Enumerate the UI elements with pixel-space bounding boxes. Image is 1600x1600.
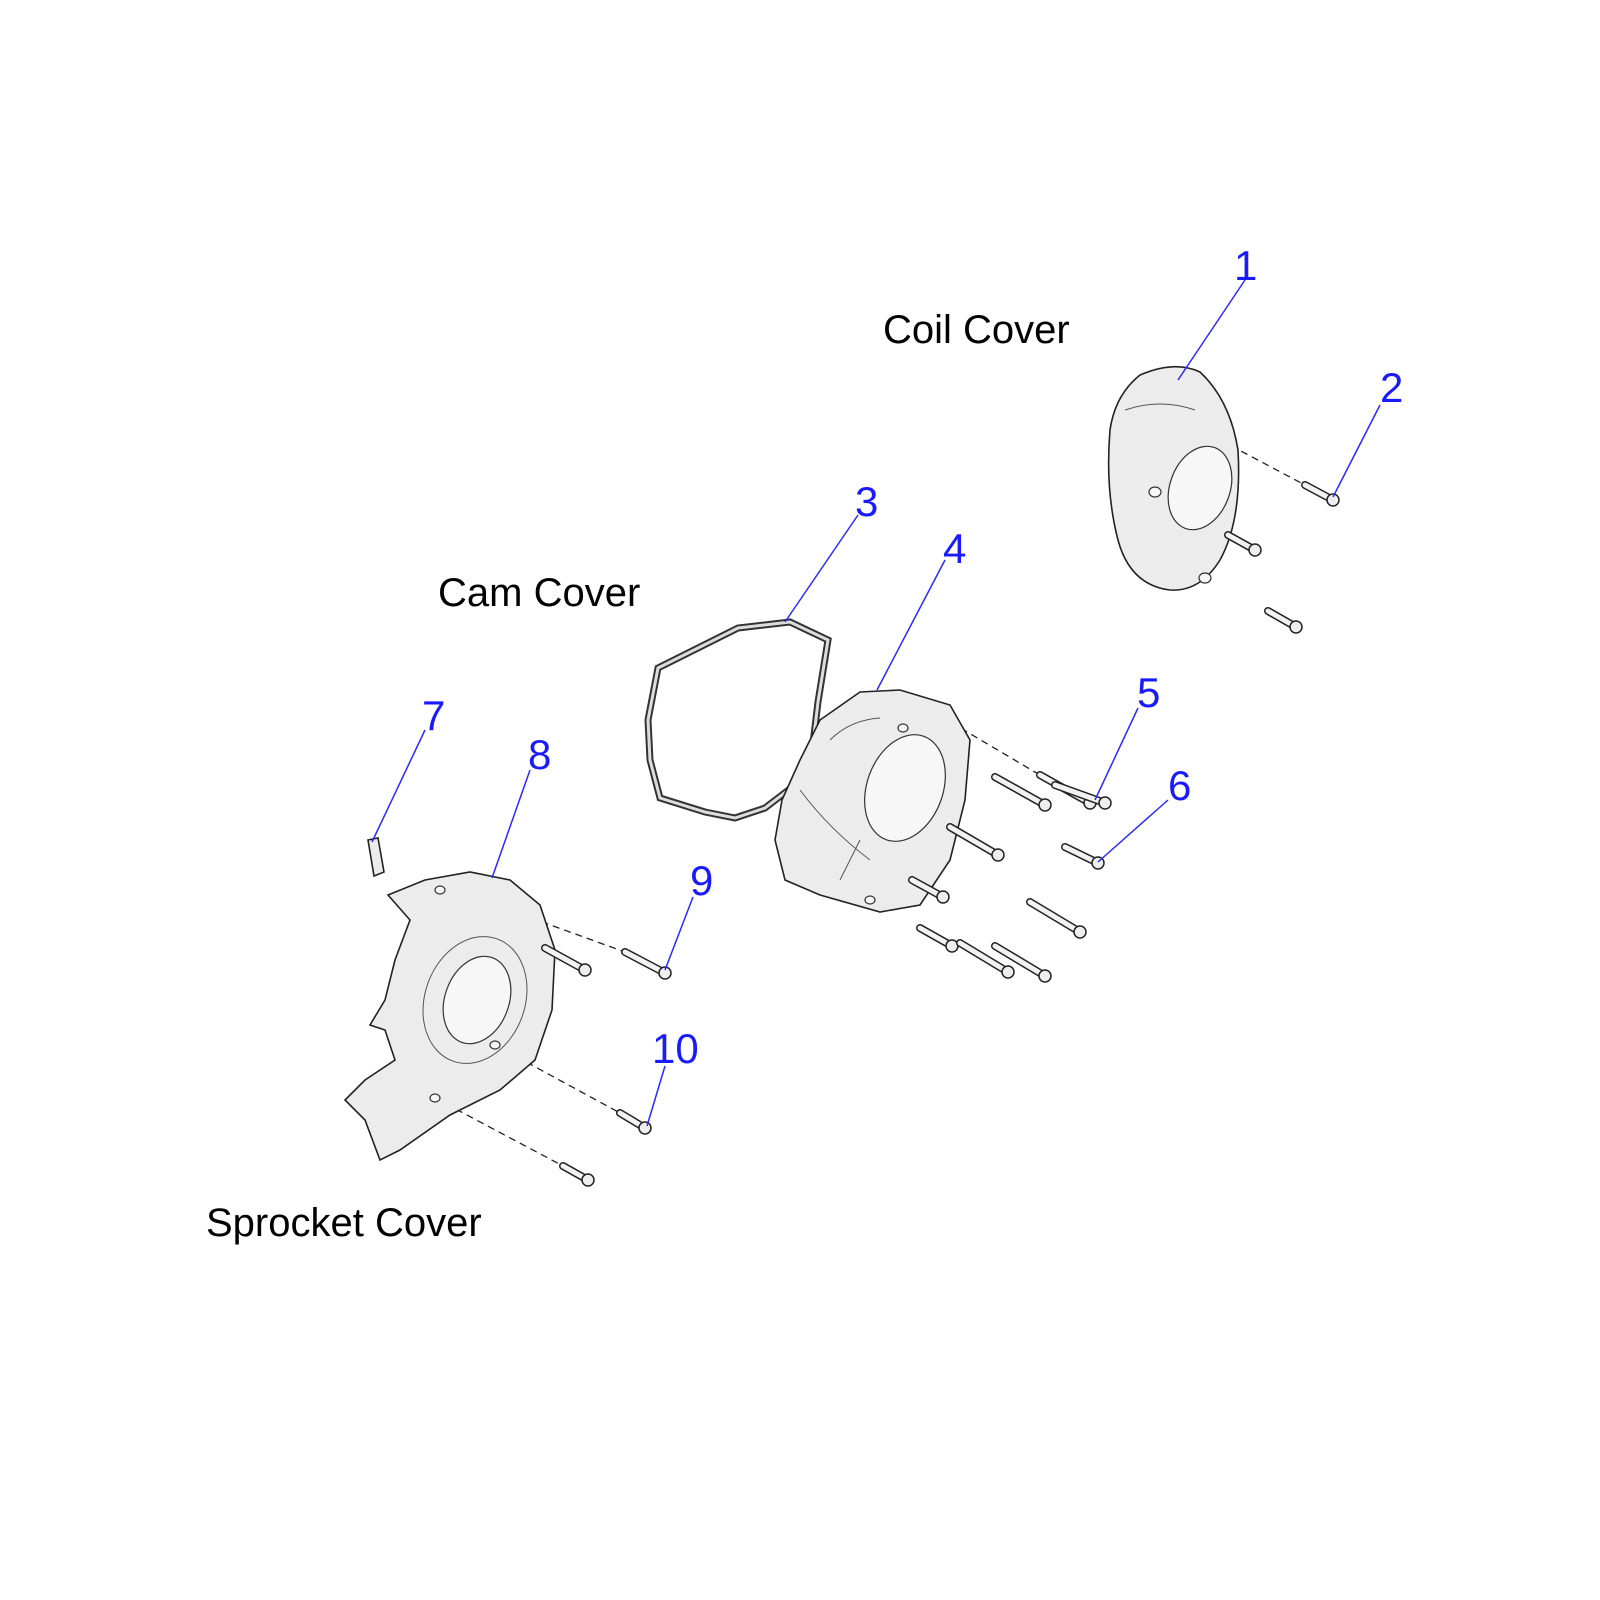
bolt <box>541 944 592 977</box>
callout-8: 8 <box>528 731 551 778</box>
leader-line-5 <box>1094 707 1139 801</box>
cam-cover-label: Cam Cover <box>438 571 640 615</box>
callout-1: 1 <box>1234 242 1257 289</box>
coil-cover-label: Coil Cover <box>883 308 1070 352</box>
bolt <box>621 948 672 980</box>
callout-6: 6 <box>1168 762 1191 809</box>
bolt <box>956 939 1015 979</box>
bolt <box>916 924 959 953</box>
leader-line-9 <box>664 896 694 971</box>
bolt <box>1224 531 1262 557</box>
callout-3: 3 <box>855 478 878 525</box>
leader-line-3 <box>784 514 859 623</box>
callout-10: 10 <box>652 1025 699 1072</box>
sprocket-cover-part <box>343 871 556 1162</box>
leader-line-10 <box>646 1065 666 1127</box>
cam-cover-part <box>774 689 971 913</box>
callout-5: 5 <box>1137 669 1160 716</box>
cam-cover-gasket-part <box>644 618 832 822</box>
bolt <box>991 773 1052 812</box>
leader-line-6 <box>1097 799 1169 863</box>
leader-line-8 <box>491 769 531 879</box>
clip-part <box>367 837 385 878</box>
bolt <box>908 876 950 904</box>
bolt <box>1061 843 1105 870</box>
bolt <box>946 823 1005 862</box>
leader-line-7 <box>371 729 426 843</box>
sprocket-cover-label: Sprocket Cover <box>206 1201 482 1245</box>
coil-cover-part <box>1107 365 1240 591</box>
leader-line-1 <box>1177 279 1246 381</box>
bolt <box>1301 481 1340 507</box>
bolt <box>991 942 1052 983</box>
leader-line-2 <box>1332 404 1381 498</box>
bolt <box>616 1109 652 1135</box>
leader-line-4 <box>876 559 946 691</box>
bolt <box>1264 607 1303 634</box>
callout-9: 9 <box>690 857 713 904</box>
bolts <box>541 481 1340 1187</box>
bolt <box>1051 781 1112 810</box>
callout-4: 4 <box>943 525 966 572</box>
bolt <box>559 1162 595 1187</box>
leader-lines <box>371 279 1381 1127</box>
callout-2: 2 <box>1380 364 1403 411</box>
assembly-line <box>929 709 1041 776</box>
bolt <box>1026 898 1087 939</box>
callout-7: 7 <box>422 692 445 739</box>
